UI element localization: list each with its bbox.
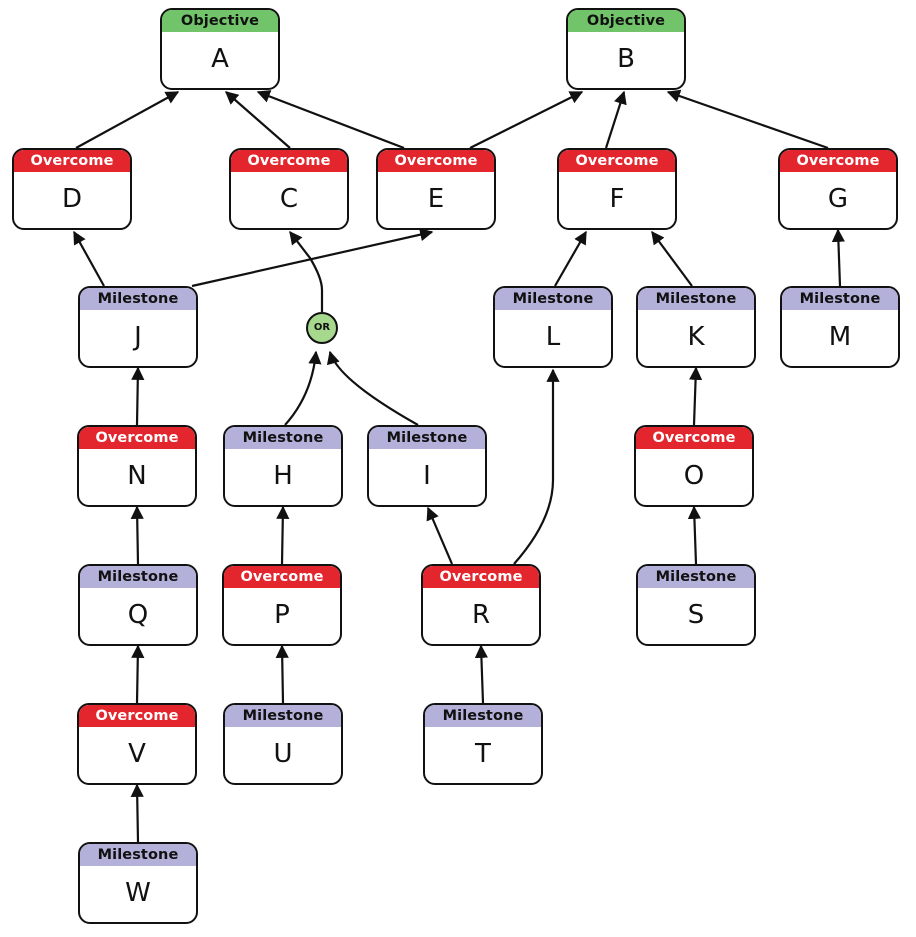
node-label: Q (127, 600, 149, 630)
node-type-header: Overcome (780, 150, 896, 172)
edge-g-to-b (666, 89, 829, 150)
node-type-header: Milestone (80, 844, 196, 866)
edge-d-to-a (75, 91, 180, 149)
node-type-header: Milestone (225, 427, 341, 449)
node-label: L (545, 322, 561, 352)
node-type-header: Milestone (782, 288, 898, 310)
node-label: J (134, 322, 142, 352)
node-type-header: Objective (162, 10, 278, 32)
node-label: F (609, 184, 625, 214)
edge-e-to-b (469, 91, 584, 149)
node-type-header: Overcome (378, 150, 494, 172)
node-label: I (423, 461, 431, 491)
node-type-header: Milestone (638, 566, 754, 588)
node-type-header: Milestone (369, 427, 485, 449)
node-label: B (617, 44, 635, 74)
edge-f-to-b (604, 90, 627, 149)
edge-k-to-f (651, 230, 693, 287)
node-type-header: Milestone (495, 288, 611, 310)
edge-or-to-c (289, 230, 324, 312)
edge-m-to-g (831, 228, 846, 287)
node-label: K (687, 322, 705, 352)
node-label: O (683, 461, 705, 491)
node-label: R (471, 600, 491, 630)
node-label: U (273, 739, 293, 769)
node-type-header: Milestone (638, 288, 754, 310)
node-label: T (475, 739, 491, 769)
edge-w-to-v (130, 783, 144, 843)
node-label: M (828, 322, 852, 352)
edge-n-to-j (131, 366, 145, 426)
node-label: E (427, 184, 445, 214)
edge-h-to-or (284, 350, 322, 426)
edge-v-to-q (131, 644, 145, 704)
node-label: H (273, 461, 293, 491)
node-label: A (211, 44, 229, 74)
edge-p-to-h (276, 505, 290, 565)
node-label: C (279, 184, 299, 214)
node-type-header: Overcome (224, 566, 340, 588)
edge-u-to-p (275, 644, 289, 704)
edge-c-to-a (225, 91, 291, 149)
node-label: D (61, 184, 83, 214)
node-label: S (687, 600, 705, 630)
node-type-header: Overcome (14, 150, 130, 172)
node-type-header: Overcome (423, 566, 539, 588)
edge-j-to-e (191, 228, 434, 288)
or-gate: OR (306, 312, 338, 344)
node-type-header: Milestone (80, 566, 196, 588)
node-label: P (274, 600, 290, 630)
node-type-header: Milestone (80, 288, 196, 310)
edge-s-to-o (687, 505, 702, 565)
edge-r-to-l (513, 368, 560, 565)
node-type-header: Overcome (79, 427, 195, 449)
node-type-header: Overcome (79, 705, 195, 727)
edge-r-to-i (426, 506, 454, 565)
edge-t-to-r (474, 644, 489, 704)
edge-o-to-k (688, 366, 703, 426)
node-type-header: Overcome (231, 150, 347, 172)
node-type-header: Overcome (559, 150, 675, 172)
node-label: G (827, 184, 849, 214)
edge-l-to-f (554, 230, 587, 287)
edge-j-to-d (73, 230, 105, 287)
node-type-header: Objective (568, 10, 684, 32)
edge-i-to-or (326, 350, 419, 426)
node-label: V (128, 739, 146, 769)
edge-e-to-a (256, 90, 405, 150)
node-type-header: Milestone (425, 705, 541, 727)
node-label: W (125, 878, 151, 908)
node-type-header: Milestone (225, 705, 341, 727)
node-type-header: Overcome (636, 427, 752, 449)
node-label: N (127, 461, 147, 491)
edge-q-to-n (130, 505, 144, 565)
